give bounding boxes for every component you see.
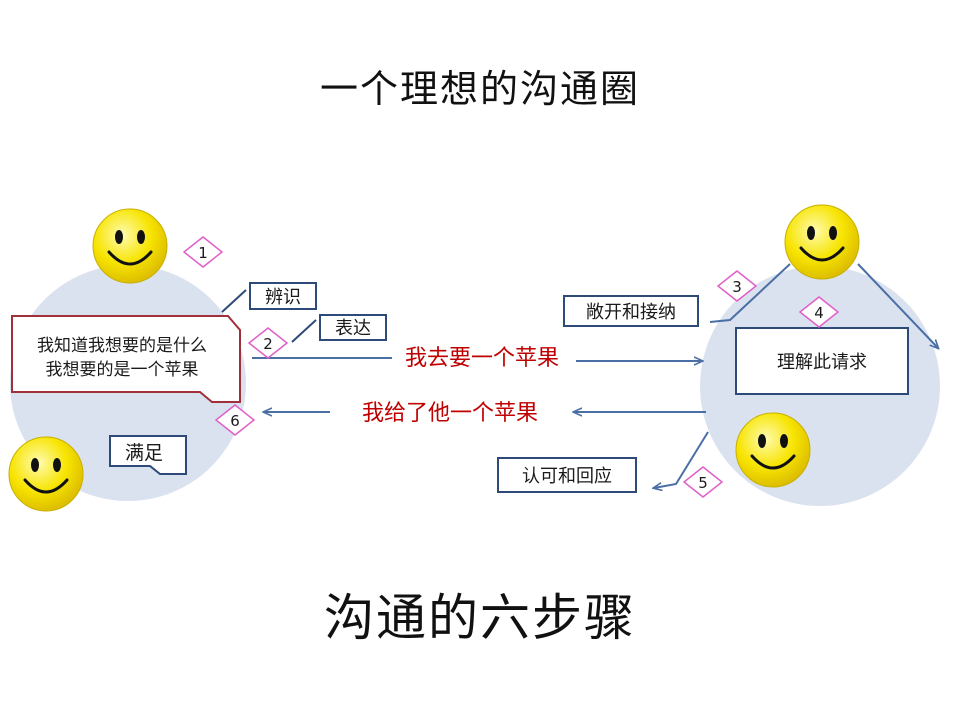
request-message: 我去要一个苹果	[405, 346, 559, 371]
step-marker-3: 3	[716, 270, 758, 302]
open-accept-label: 敞开和接纳	[586, 302, 676, 323]
understand-box	[735, 327, 909, 395]
acknowledge-box	[497, 457, 637, 493]
step-marker-2: 2	[247, 327, 289, 359]
step-marker-5: 5	[682, 466, 724, 498]
smiley-face-icon	[92, 208, 168, 284]
sender-line-1: 我知道我想要的是什么	[37, 336, 207, 356]
sender-line-2: 我想要的是一个苹果	[46, 360, 199, 380]
step-number-1: 1	[198, 244, 208, 262]
identify-label: 辨识	[265, 287, 301, 308]
step-marker-1: 1	[182, 236, 224, 268]
satisfy-label: 满足	[125, 442, 163, 464]
step-number-3: 3	[732, 278, 742, 296]
open-accept-connector	[709, 263, 791, 323]
step-marker-4: 4	[798, 296, 840, 328]
step-marker-6: 6	[214, 404, 256, 436]
step-number-6: 6	[230, 412, 240, 430]
satisfy-box	[109, 435, 187, 475]
step-number-2: 2	[263, 335, 273, 353]
open-accept-box	[563, 295, 699, 327]
smiley-face-icon	[8, 436, 84, 512]
understand-label: 理解此请求	[777, 352, 867, 373]
page-title: 一个理想的沟通圈	[319, 67, 640, 111]
smiley-face-icon	[735, 412, 811, 488]
express-box	[319, 314, 387, 341]
acknowledge-label: 认可和回应	[522, 466, 612, 487]
understand-arrow	[857, 263, 938, 348]
identify-connector	[221, 289, 247, 313]
acknowledge-arrow	[654, 431, 709, 488]
give-message: 我给了他一个苹果	[362, 401, 538, 426]
sender-message-box	[11, 315, 241, 403]
step-number-4: 4	[814, 304, 824, 322]
express-connector	[291, 319, 317, 343]
diagram-subtitle: 沟通的六步骤	[324, 589, 636, 647]
identify-box	[249, 282, 317, 310]
smiley-face-icon	[784, 204, 860, 280]
express-label: 表达	[335, 318, 371, 339]
step-number-5: 5	[698, 474, 708, 492]
